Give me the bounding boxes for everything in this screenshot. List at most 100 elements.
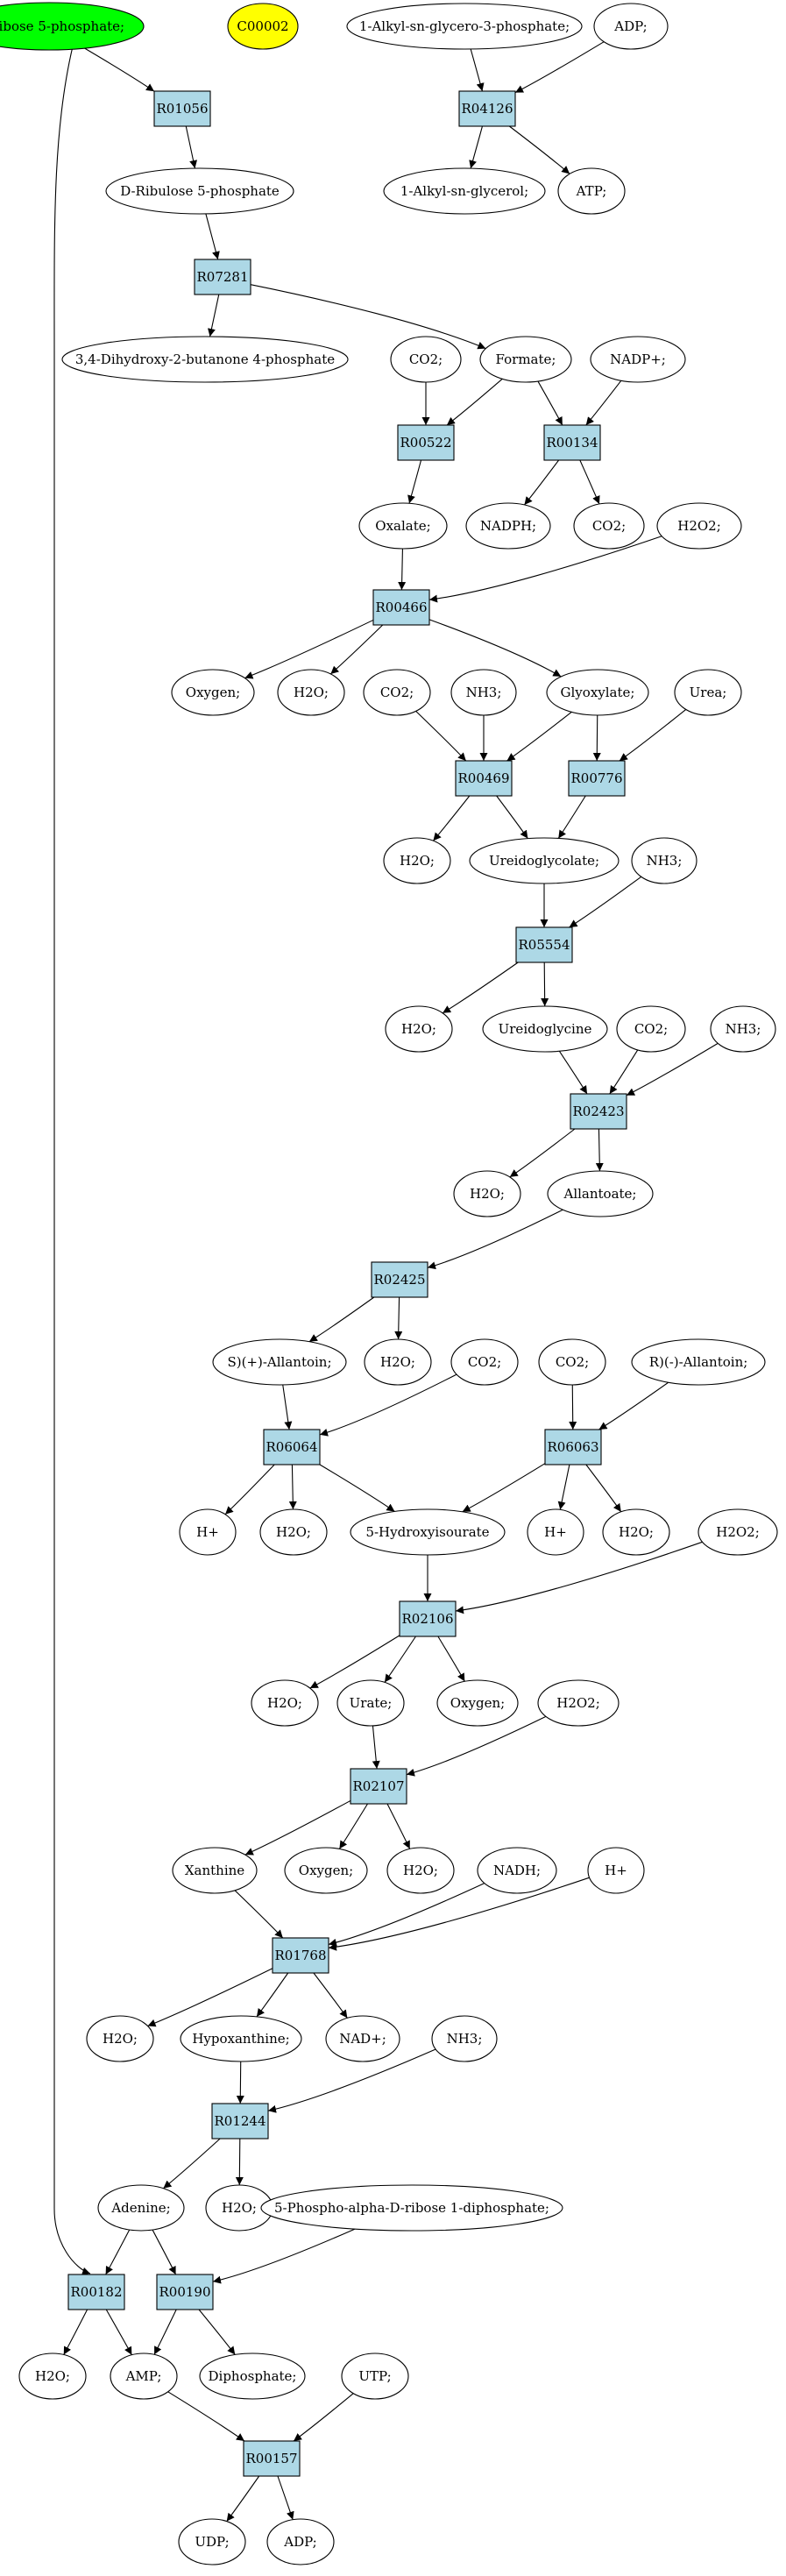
compound-node-allantoate: Allantoate; — [547, 1170, 654, 1217]
node-label: H+ — [196, 1524, 219, 1540]
reaction-box — [371, 1261, 428, 1298]
compound-ellipse — [479, 336, 572, 383]
compound-node-h: H+ — [527, 1508, 584, 1556]
node-label: R00466 — [375, 600, 427, 615]
reaction-box — [568, 760, 626, 797]
edge-nh3_4-to-R01244 — [267, 2048, 436, 2113]
edge-oxalate-to-R00466 — [398, 548, 407, 591]
compound-node-h2o: H2O; — [277, 669, 345, 716]
reaction-box — [243, 2440, 301, 2477]
node-label: R06064 — [266, 1439, 317, 1455]
compound-ellipse — [97, 2184, 185, 2232]
node-label: H2O2; — [556, 1695, 600, 1711]
edge-r_allantoin-to-R06063 — [598, 1381, 669, 1430]
node-label: NH3; — [466, 685, 502, 700]
node-label: S)(+)-Allantoin; — [227, 1354, 331, 1370]
edge-glyoxylate-to-R00469 — [506, 711, 572, 762]
node-label: H2O; — [403, 1863, 438, 1878]
reaction-box — [67, 2274, 125, 2310]
node-label: UDP; — [195, 2534, 229, 2550]
compound-ellipse — [547, 1170, 654, 1217]
reaction-box — [455, 760, 513, 797]
edge-R00522-to-oxalate — [407, 459, 422, 504]
compound-ellipse — [477, 1847, 557, 1894]
edge-R02107-to-oxygen3 — [338, 1803, 368, 1849]
edge-R06064-to-hplus1 — [224, 1464, 275, 1515]
compound-ellipse — [212, 1338, 347, 1386]
compound-node-h2o: H2O; — [205, 2184, 273, 2232]
compound-node-1-alkyl-sn-glycero-3-phosphate: 1-Alkyl-sn-glycero-3-phosphate; — [346, 3, 583, 50]
compound-ellipse — [557, 167, 626, 215]
edge-ribose5p-to-R01056 — [84, 47, 155, 92]
edge-hplus3-to-R01768 — [328, 1877, 590, 1951]
compound-ellipse — [358, 502, 448, 550]
compound-node-h2o2: H2O2; — [697, 1508, 778, 1556]
edge-R01244-to-adenine — [163, 2138, 221, 2189]
edge-nh3_3-to-R02423 — [626, 1042, 719, 1096]
node-label: R07281 — [196, 269, 248, 285]
compound-node-atp: ATP; — [557, 167, 626, 215]
reaction-box — [350, 1768, 407, 1805]
node-label: CO2; — [380, 685, 414, 700]
edge-R06063-to-hplus2 — [557, 1464, 570, 1510]
node-label: H2O; — [401, 1021, 436, 1037]
compound-ellipse — [105, 167, 294, 215]
reaction-node-r00182: R00182 — [67, 2274, 125, 2310]
reaction-node-r00469: R00469 — [455, 760, 513, 797]
node-label: 3,4-Dihydroxy-2-butanone 4-phosphate — [75, 351, 335, 367]
compound-ellipse — [436, 1679, 519, 1727]
compound-ellipse — [179, 1508, 237, 1556]
reaction-node-r06063: R06063 — [544, 1429, 602, 1465]
edge-R02423-to-allantoate — [595, 1128, 604, 1172]
node-label: 1-Alkyl-sn-glycero-3-phosphate; — [359, 18, 570, 34]
compound-ellipse — [383, 167, 546, 215]
reaction-node-r01768: R01768 — [272, 1937, 329, 1974]
reaction-box — [458, 90, 516, 127]
reaction-node-r07281: R07281 — [194, 259, 251, 295]
edge-R00182-to-h2o_12 — [63, 2309, 89, 2355]
compound-node-formate: Formate; — [479, 336, 572, 383]
compound-ellipse — [465, 502, 551, 550]
node-label: R02425 — [373, 1272, 425, 1288]
edge-R05554-to-h2o_3 — [442, 962, 519, 1014]
compound-node-h2o: H2O; — [251, 1679, 319, 1727]
edge-R02106-to-oxygen2 — [437, 1636, 465, 1682]
edge-R01244-to-h2o_11 — [235, 2138, 244, 2186]
node-label: H2O; — [222, 2200, 257, 2216]
reaction-box — [515, 926, 573, 963]
edge-R01768-to-nad — [313, 1972, 348, 2019]
node-label: NH3; — [647, 853, 683, 869]
compound-ellipse — [631, 837, 697, 884]
edge-R00776-to-ureidoglycolate — [557, 795, 586, 839]
reaction-node-r00776: R00776 — [568, 760, 626, 797]
compound-node-amp: AMP; — [110, 2352, 178, 2400]
reaction-box — [543, 424, 601, 461]
compound-ellipse — [697, 1508, 778, 1556]
edge-R06063-to-h2o_7 — [585, 1464, 622, 1513]
reaction-node-r05554: R05554 — [515, 926, 573, 963]
compound-ellipse — [199, 2352, 306, 2400]
compound-node-d-ribose-5-phosphate: D-Ribose 5-phosphate; — [0, 2, 145, 51]
compound-ellipse — [0, 2, 145, 51]
compound-ellipse — [172, 1847, 258, 1894]
edge-adenine-to-R00190 — [152, 2229, 177, 2275]
node-label: NADP+; — [610, 351, 666, 367]
node-label: Diphosphate; — [209, 2368, 297, 2384]
node-label: ADP; — [283, 2534, 316, 2550]
compound-node-nad: NAD+; — [325, 2015, 400, 2062]
reaction-box — [156, 2274, 214, 2310]
node-label: R02107 — [352, 1778, 404, 1794]
node-label: CO2; — [468, 1354, 501, 1370]
node-label: R01768 — [274, 1948, 326, 1963]
node-label: D-Ribulose 5-phosphate — [120, 183, 280, 199]
edge-R04126-to-alkylglycerol — [469, 125, 483, 169]
compound-node-h2o: H2O; — [259, 1508, 328, 1556]
compound-node-oxygen: Oxygen; — [436, 1679, 519, 1727]
node-label: R00522 — [400, 435, 451, 451]
compound-ellipse — [602, 1508, 670, 1556]
compound-node-h: H+ — [587, 1847, 645, 1894]
edge-R01056-to-ribulose5p — [185, 125, 198, 169]
reaction-box — [397, 424, 455, 461]
compound-ellipse — [180, 2015, 302, 2062]
compound-ellipse — [171, 669, 255, 716]
